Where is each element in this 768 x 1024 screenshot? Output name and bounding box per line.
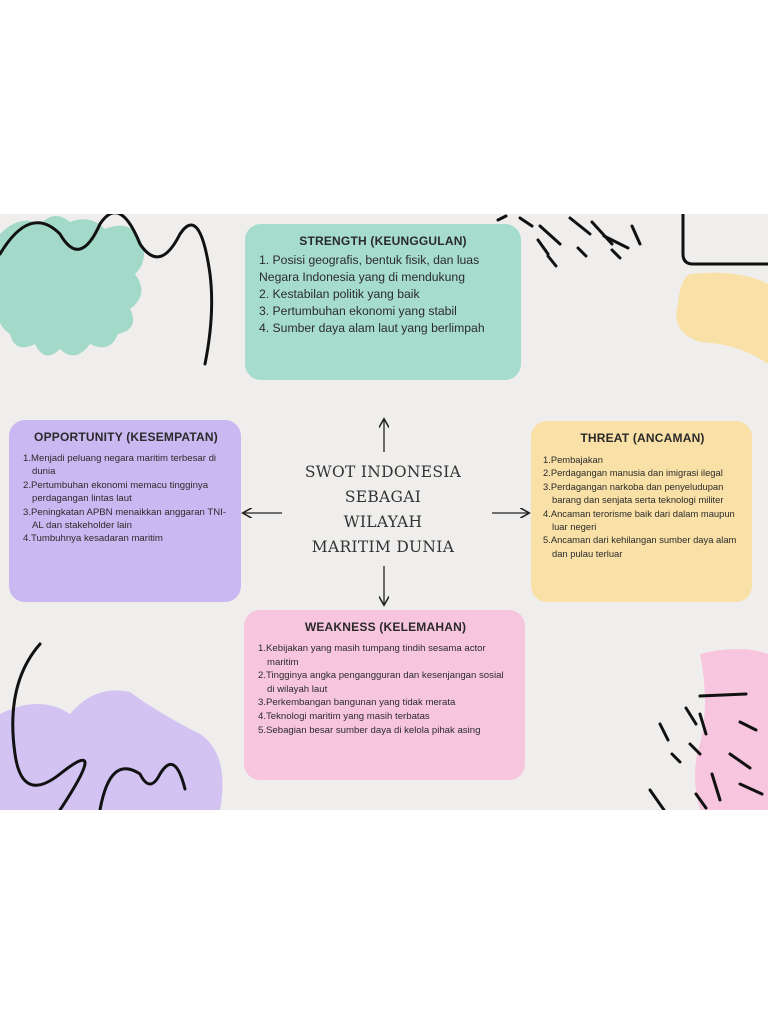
list-item: 1.Kebijakan yang masih tumpang tindih se… — [258, 643, 486, 668]
strength-box: STRENGTH (KEUNGGULAN) 1. Posisi geografi… — [245, 224, 521, 380]
lilac-blob-shape — [0, 690, 223, 810]
threat-box: THREAT (ANCAMAN) 1.Pembajakan 2.Perdagan… — [531, 421, 752, 602]
list-item: 4. Sumber daya alam laut yang berlimpah — [259, 321, 485, 335]
black-outline-rectangle — [681, 214, 768, 266]
black-dashes-bottom-right — [648, 692, 764, 810]
list-item: 3.Perdagangan narkoba dan penyeludupan b… — [543, 480, 724, 506]
list-item: 4.Ancaman terorisme baik dari dalam maup… — [543, 507, 735, 533]
black-loop-line — [11, 642, 87, 810]
threat-title: THREAT (ANCAMAN) — [580, 431, 705, 445]
opportunity-title: OPPORTUNITY (KESEMPATAN) — [34, 430, 218, 444]
strength-list: 1. Posisi geografis, bentuk fisik, dan l… — [259, 252, 507, 337]
black-loop-line-2 — [98, 762, 187, 810]
center-title-line: SEBAGAI — [344, 488, 422, 506]
threat-list: 1.Pembajakan 2.Perdagangan manusia dan i… — [543, 453, 742, 560]
black-squiggle-line — [0, 214, 214, 366]
list-item: 3. Pertumbuhan ekonomi yang stabil — [259, 304, 457, 318]
list-item: 4.Tumbuhnya kesadaran maritim — [23, 533, 163, 545]
weakness-box: WEAKNESS (KELEMAHAN) 1.Kebijakan yang ma… — [244, 610, 525, 780]
list-item: 1.Pembajakan — [543, 454, 603, 465]
center-title-line: SWOT INDONESIA — [304, 463, 462, 481]
list-item: 2.Pertumbuhan ekonomi memacu tingginya p… — [23, 479, 209, 505]
teal-splash-shape — [0, 216, 144, 356]
list-item: 2.Tingginya angka pengangguran dan kesen… — [258, 670, 504, 695]
black-dashes-top-right — [496, 214, 642, 268]
center-title-line: MARITIM DUNIA — [311, 538, 455, 556]
list-item: 5.Sebagian besar sumber daya di kelola p… — [258, 724, 481, 736]
list-item: 1. Posisi geografis, bentuk fisik, dan l… — [259, 253, 480, 284]
weakness-list: 1.Kebijakan yang masih tumpang tindih se… — [258, 642, 513, 737]
list-item: 3.Peningkatan APBN menaikkan anggaran TN… — [23, 506, 227, 532]
yellow-blob-shape — [676, 272, 768, 364]
strength-title: STRENGTH (KEUNGGULAN) — [299, 234, 467, 248]
weakness-title: WEAKNESS (KELEMAHAN) — [304, 620, 467, 634]
list-item: 5.Ancaman dari kehilangan sumber daya al… — [543, 534, 737, 559]
swot-poster: STRENGTH (KEUNGGULAN) 1. Posisi geografi… — [0, 214, 768, 810]
pink-blob-shape — [695, 649, 768, 810]
connector-arrows — [0, 214, 768, 810]
decorative-background — [0, 214, 768, 810]
list-item: 2.Perdagangan manusia dan imigrasi ilega… — [543, 467, 723, 479]
center-title-line: WILAYAH — [343, 513, 423, 531]
list-item: 1.Menjadi peluang negara maritim terbesa… — [23, 453, 217, 478]
opportunity-box: OPPORTUNITY (KESEMPATAN) 1.Menjadi pelua… — [9, 420, 241, 602]
opportunity-list: 1.Menjadi peluang negara maritim terbesa… — [23, 452, 229, 546]
list-item: 4.Teknologi maritim yang masih terbatas — [258, 710, 430, 722]
center-title: SWOT INDONESIA SEBAGAI WILAYAH MARITIM D… — [288, 460, 478, 560]
list-item: 2. Kestabilan politik yang baik — [259, 287, 420, 301]
list-item: 3.Perkembangan bangunan yang tidak merat… — [258, 697, 456, 709]
